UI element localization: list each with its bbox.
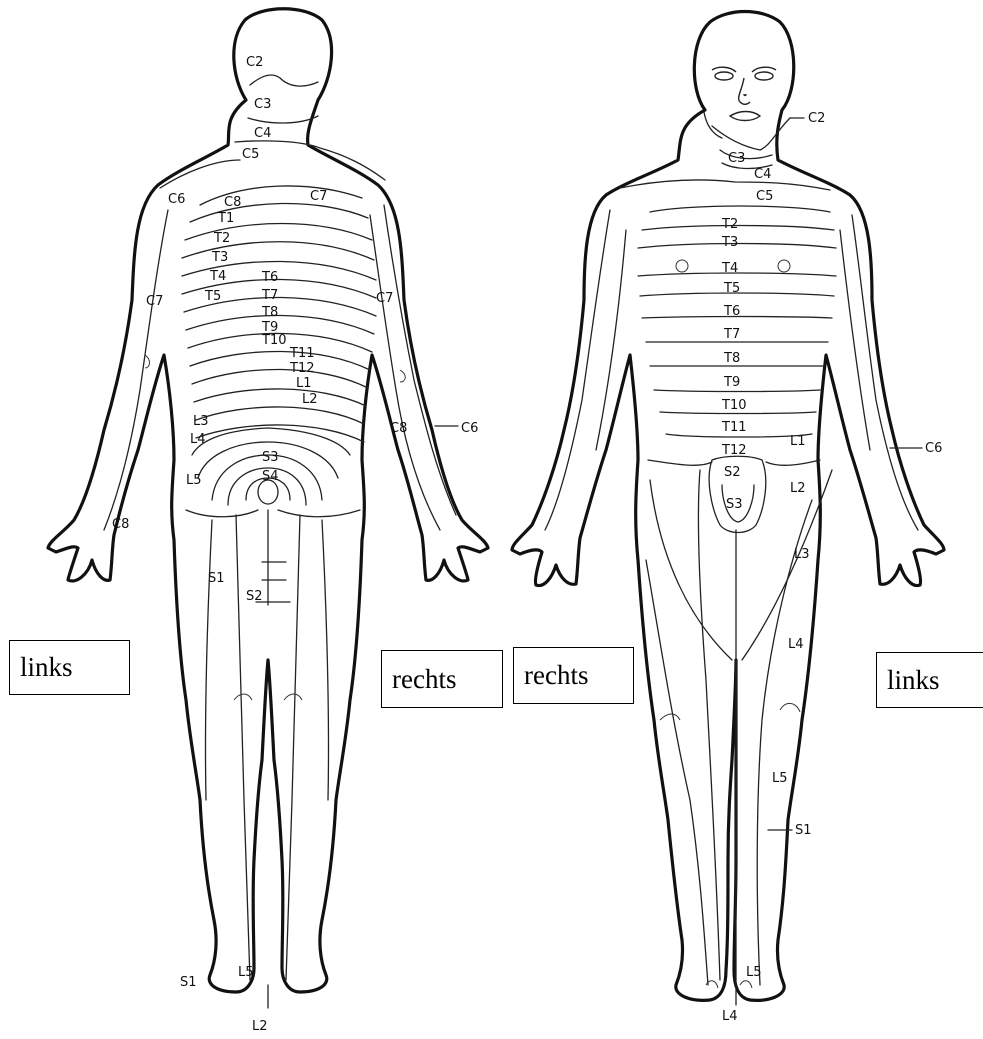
back-label-t1: T1 bbox=[217, 211, 234, 226]
front-label-t8: T8 bbox=[723, 351, 740, 366]
front-label-l5: L5 bbox=[772, 771, 788, 786]
back-label-t10: T10 bbox=[261, 333, 286, 348]
back-label-t4: T4 bbox=[209, 269, 226, 284]
back-label-t3: T3 bbox=[211, 250, 228, 265]
front-label-l2: L2 bbox=[790, 481, 806, 496]
front-label-c2: C2 bbox=[808, 111, 825, 126]
side-label-front-right: rechts bbox=[513, 647, 634, 704]
back-label-s4: S4 bbox=[262, 469, 279, 484]
front-label-l1: L1 bbox=[790, 434, 806, 449]
back-label-t5: T5 bbox=[204, 289, 221, 304]
side-label-front-left: links bbox=[876, 652, 983, 708]
front-label-l4-foot: L4 bbox=[722, 1009, 738, 1024]
back-label-t6: T6 bbox=[261, 270, 278, 285]
back-label-c7: C7 bbox=[310, 189, 327, 204]
front-label-t9: T9 bbox=[723, 375, 740, 390]
side-label-back-right: rechts bbox=[381, 650, 503, 708]
front-label-t11: T11 bbox=[721, 420, 746, 435]
back-label-c4: C4 bbox=[254, 126, 271, 141]
back-label-l1: L1 bbox=[296, 376, 312, 391]
front-label-t12: T12 bbox=[721, 443, 746, 458]
front-label-s2: S2 bbox=[724, 465, 741, 480]
back-label-c8-hand-left: C8 bbox=[112, 517, 129, 532]
back-label-c7-arm-left: C7 bbox=[146, 294, 163, 309]
back-label-l2: L2 bbox=[302, 392, 318, 407]
back-label-t2: T2 bbox=[213, 231, 230, 246]
back-label-c6: C6 bbox=[168, 192, 185, 207]
front-label-s1: S1 bbox=[795, 823, 812, 838]
back-label-t8: T8 bbox=[261, 305, 278, 320]
back-label-s1-foot: S1 bbox=[180, 975, 197, 990]
back-view-figure bbox=[48, 9, 488, 1008]
back-label-t12: T12 bbox=[289, 361, 314, 376]
back-label-l5-foot: L5 bbox=[238, 965, 254, 980]
side-label-back-left: links bbox=[9, 640, 130, 695]
front-label-c3: C3 bbox=[728, 151, 745, 166]
back-label-c8-arm-right: C8 bbox=[390, 421, 407, 436]
front-label-s3: S3 bbox=[726, 497, 743, 512]
back-label-c6-arm-right: C6 bbox=[461, 421, 478, 436]
back-label-t11: T11 bbox=[289, 346, 314, 361]
back-label-s3: S3 bbox=[262, 450, 279, 465]
front-label-t2: T2 bbox=[721, 217, 738, 232]
front-face bbox=[712, 67, 776, 120]
back-label-l5: L5 bbox=[186, 473, 202, 488]
back-label-c3: C3 bbox=[254, 97, 271, 112]
back-label-t7: T7 bbox=[261, 288, 278, 303]
back-label-c7-arm-right: C7 bbox=[376, 291, 393, 306]
front-label-t3: T3 bbox=[721, 235, 738, 250]
front-label-t10: T10 bbox=[721, 398, 746, 413]
back-label-l4: L4 bbox=[190, 432, 206, 447]
front-label-t5: T5 bbox=[723, 281, 740, 296]
back-label-c8: C8 bbox=[224, 195, 241, 210]
back-label-c5: C5 bbox=[242, 147, 259, 162]
back-label-l2-foot: L2 bbox=[252, 1019, 268, 1034]
back-label-l3: L3 bbox=[193, 414, 209, 429]
front-label-c6: C6 bbox=[925, 441, 942, 456]
front-label-t6: T6 bbox=[723, 304, 740, 319]
front-label-t4: T4 bbox=[721, 261, 738, 276]
front-label-c4: C4 bbox=[754, 167, 771, 182]
back-label-s2: S2 bbox=[246, 589, 263, 604]
front-label-l3: L3 bbox=[794, 547, 810, 562]
back-label-s1: S1 bbox=[208, 571, 225, 586]
back-label-c2: C2 bbox=[246, 55, 263, 70]
front-label-l4: L4 bbox=[788, 637, 804, 652]
front-label-c5: C5 bbox=[756, 189, 773, 204]
front-label-t7: T7 bbox=[723, 327, 740, 342]
front-label-l5-foot: L5 bbox=[746, 965, 762, 980]
